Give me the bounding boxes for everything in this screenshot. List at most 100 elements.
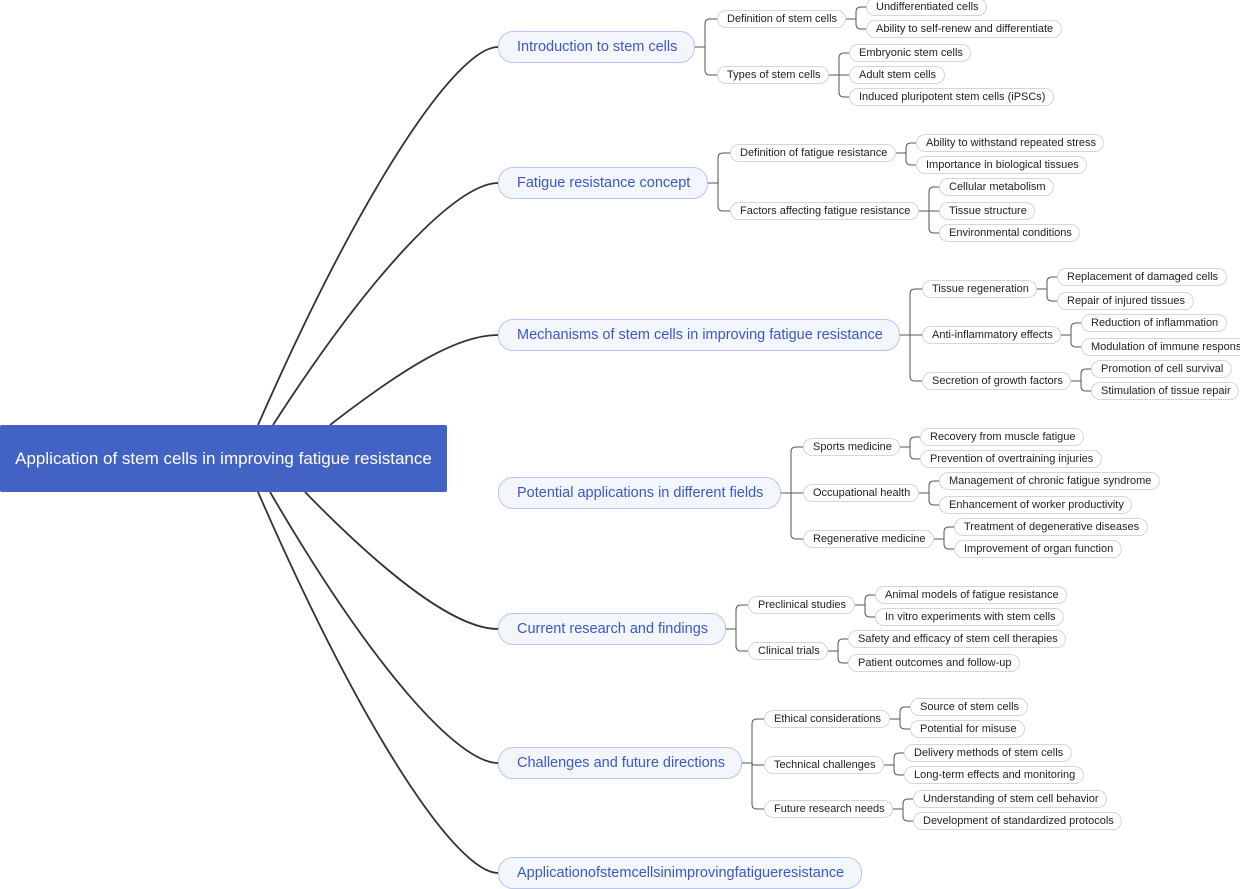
subtopic-occupational-health[interactable]: Occupational health — [803, 484, 919, 502]
detail-ability-to-withstand-repeated-stress[interactable]: Ability to withstand repeated stress — [916, 134, 1104, 152]
detail-long-term-effects-and-monitoring[interactable]: Long-term effects and monitoring — [904, 766, 1084, 784]
detail-ability-to-self-renew-and-differentiate[interactable]: Ability to self-renew and differentiate — [866, 20, 1062, 38]
subtopic-factors-affecting-fatigue-resistance[interactable]: Factors affecting fatigue resistance — [730, 202, 919, 220]
detail-animal-models-of-fatigue-resistance[interactable]: Animal models of fatigue resistance — [875, 586, 1067, 604]
detail-enhancement-of-worker-productivity[interactable]: Enhancement of worker productivity — [939, 496, 1132, 514]
detail-undifferentiated-cells[interactable]: Undifferentiated cells — [866, 0, 987, 16]
detail-patient-outcomes-and-follow-up[interactable]: Patient outcomes and follow-up — [848, 654, 1020, 672]
subtopic-clinical-trials[interactable]: Clinical trials — [748, 642, 828, 660]
subtopic-detail-link — [1046, 276, 1057, 289]
detail-prevention-of-overtraining-injuries[interactable]: Prevention of overtraining injuries — [920, 450, 1102, 468]
detail-reduction-of-inflammation[interactable]: Reduction of inflammation — [1081, 314, 1227, 332]
subtopic-detail-link — [855, 6, 866, 19]
subtopic-detail-link — [1080, 381, 1091, 392]
subtopic-anti-inflammatory-effects[interactable]: Anti-inflammatory effects — [922, 326, 1061, 344]
subtopic-detail-link — [838, 52, 849, 75]
detail-development-of-standardized-protocols[interactable]: Development of standardized protocols — [913, 812, 1122, 830]
branch-subtopic-link — [717, 152, 730, 183]
subtopic-detail-link — [893, 765, 904, 776]
subtopic-technical-challenges[interactable]: Technical challenges — [764, 756, 884, 774]
subtopic-future-research-needs[interactable]: Future research needs — [764, 800, 893, 818]
subtopic-secretion-of-growth-factors[interactable]: Secretion of growth factors — [922, 372, 1071, 390]
branch-applicationofstemcellsinimprovingfatigue[interactable]: Applicationofstemcellsinimprovingfatigue… — [498, 857, 862, 889]
subtopic-detail-link — [943, 539, 954, 550]
detail-replacement-of-damaged-cells[interactable]: Replacement of damaged cells — [1057, 268, 1227, 286]
branch-challenges-and-future-directions[interactable]: Challenges and future directions — [498, 747, 742, 779]
branch-fatigue-resistance-concept[interactable]: Fatigue resistance concept — [498, 167, 708, 199]
detail-induced-pluripotent-stem-cells-ipscs[interactable]: Induced pluripotent stem cells (iPSCs) — [849, 88, 1054, 106]
subtopic-detail-link — [837, 638, 848, 651]
detail-stimulation-of-tissue-repair[interactable]: Stimulation of tissue repair — [1091, 382, 1239, 400]
detail-recovery-from-muscle-fatigue[interactable]: Recovery from muscle fatigue — [920, 428, 1084, 446]
root-branch-link — [257, 491, 499, 874]
detail-improvement-of-organ-function[interactable]: Improvement of organ function — [954, 540, 1122, 558]
subtopic-detail-link — [909, 447, 920, 460]
subtopic-detail-link — [864, 605, 875, 618]
branch-subtopic-link — [704, 18, 717, 47]
subtopic-sports-medicine[interactable]: Sports medicine — [803, 438, 900, 456]
subtopic-detail-link — [899, 719, 910, 730]
subtopic-detail-link — [902, 798, 913, 809]
root-branch-link — [329, 334, 499, 426]
detail-repair-of-injured-tissues[interactable]: Repair of injured tissues — [1057, 292, 1194, 310]
branch-subtopic-link — [790, 446, 803, 493]
root-branch-link — [272, 182, 499, 426]
subtopic-detail-link — [905, 153, 916, 166]
branch-subtopic-link — [735, 604, 748, 629]
detail-importance-in-biological-tissues[interactable]: Importance in biological tissues — [916, 156, 1087, 174]
detail-understanding-of-stem-cell-behavior[interactable]: Understanding of stem cell behavior — [913, 790, 1107, 808]
subtopic-detail-link — [909, 436, 920, 447]
branch-potential-applications-in-different-fiel[interactable]: Potential applications in different fiel… — [498, 477, 781, 509]
root-branch-link — [304, 491, 499, 630]
subtopic-regenerative-medicine[interactable]: Regenerative medicine — [803, 530, 934, 548]
branch-subtopic-link — [751, 762, 764, 766]
subtopic-detail-link — [893, 752, 904, 765]
subtopic-definition-of-fatigue-resistance[interactable]: Definition of fatigue resistance — [730, 144, 896, 162]
detail-in-vitro-experiments-with-stem-cells[interactable]: In vitro experiments with stem cells — [875, 608, 1064, 626]
subtopic-detail-link — [899, 706, 910, 719]
branch-mechanisms-of-stem-cells-in-improving-fa[interactable]: Mechanisms of stem cells in improving fa… — [498, 319, 900, 351]
branch-subtopic-link — [717, 183, 730, 212]
subtopic-detail-link — [928, 493, 939, 506]
subtopic-detail-link — [838, 75, 849, 98]
subtopic-detail-link — [928, 480, 939, 493]
branch-subtopic-link — [704, 47, 717, 76]
subtopic-detail-link — [1070, 335, 1081, 348]
subtopic-detail-link — [905, 142, 916, 153]
detail-adult-stem-cells[interactable]: Adult stem cells — [849, 66, 945, 84]
detail-treatment-of-degenerative-diseases[interactable]: Treatment of degenerative diseases — [954, 518, 1148, 536]
subtopic-tissue-regeneration[interactable]: Tissue regeneration — [922, 280, 1037, 298]
branch-introduction-to-stem-cells[interactable]: Introduction to stem cells — [498, 31, 695, 63]
detail-delivery-methods-of-stem-cells[interactable]: Delivery methods of stem cells — [904, 744, 1072, 762]
subtopic-detail-link — [1070, 322, 1081, 335]
branch-subtopic-link — [909, 288, 922, 335]
detail-safety-and-efficacy-of-stem-cell-therapi[interactable]: Safety and efficacy of stem cell therapi… — [848, 630, 1066, 648]
detail-modulation-of-immune-response[interactable]: Modulation of immune response — [1081, 338, 1240, 356]
detail-management-of-chronic-fatigue-syndrome[interactable]: Management of chronic fatigue syndrome — [939, 472, 1160, 490]
subtopic-detail-link — [837, 651, 848, 664]
detail-cellular-metabolism[interactable]: Cellular metabolism — [939, 178, 1054, 196]
subtopic-ethical-considerations[interactable]: Ethical considerations — [764, 710, 890, 728]
root-topic[interactable]: Application of stem cells in improving f… — [0, 425, 447, 492]
subtopic-detail-link — [928, 211, 939, 234]
subtopic-detail-link — [1080, 368, 1091, 381]
branch-current-research-and-findings[interactable]: Current research and findings — [498, 613, 726, 645]
detail-environmental-conditions[interactable]: Environmental conditions — [939, 224, 1080, 242]
detail-tissue-structure[interactable]: Tissue structure — [939, 202, 1035, 220]
subtopic-definition-of-stem-cells[interactable]: Definition of stem cells — [717, 10, 846, 28]
branch-subtopic-link — [751, 763, 764, 810]
detail-source-of-stem-cells[interactable]: Source of stem cells — [910, 698, 1028, 716]
root-branch-link — [257, 46, 499, 426]
subtopic-detail-link — [928, 186, 939, 211]
subtopic-preclinical-studies[interactable]: Preclinical studies — [748, 596, 855, 614]
branch-subtopic-link — [751, 718, 764, 763]
subtopic-detail-link — [1046, 289, 1057, 302]
subtopic-detail-link — [864, 594, 875, 605]
detail-potential-for-misuse[interactable]: Potential for misuse — [910, 720, 1025, 738]
subtopic-types-of-stem-cells[interactable]: Types of stem cells — [717, 66, 829, 84]
branch-subtopic-link — [909, 335, 922, 382]
detail-promotion-of-cell-survival[interactable]: Promotion of cell survival — [1091, 360, 1232, 378]
detail-embryonic-stem-cells[interactable]: Embryonic stem cells — [849, 44, 971, 62]
root-branch-link — [269, 491, 499, 764]
